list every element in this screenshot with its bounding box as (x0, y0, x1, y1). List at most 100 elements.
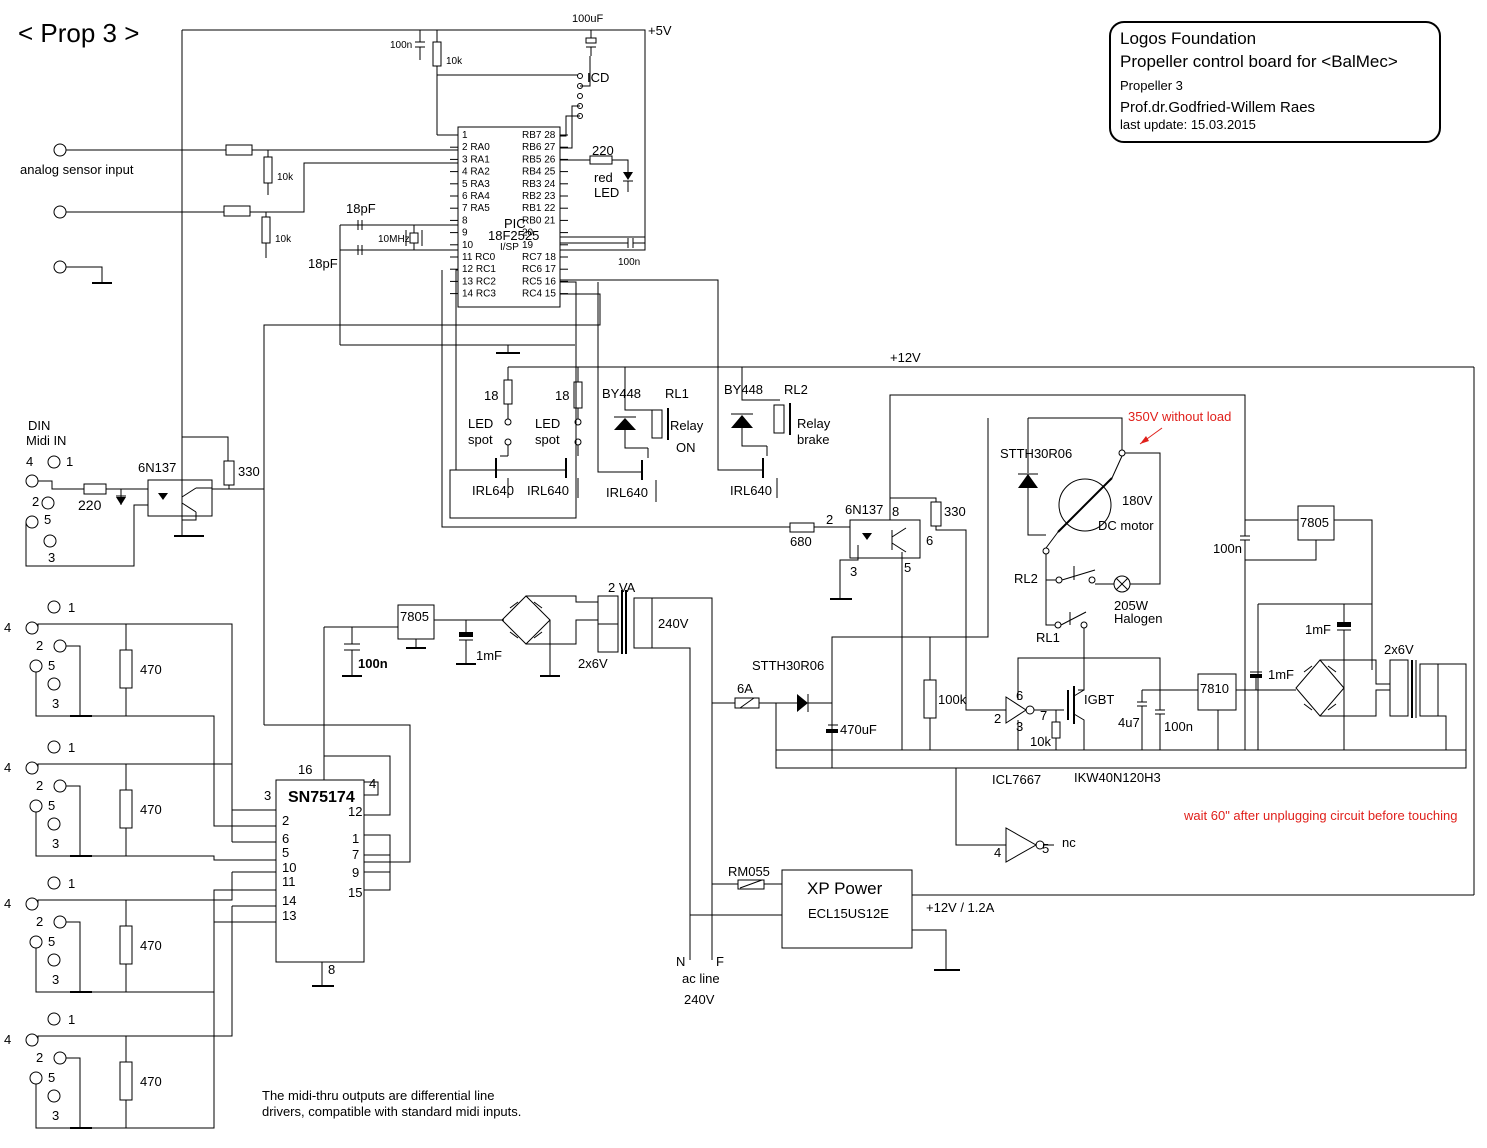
midi-thru-4-pin-2[interactable] (53, 1051, 67, 1065)
midi-thru-3-pin-5[interactable] (29, 935, 43, 949)
midi-thru-4-label-p1: 1 (68, 1012, 75, 1027)
res-10k-mclr-label: 10k (446, 56, 463, 67)
midi-thru-2-label-p2: 2 (36, 778, 43, 793)
rl2-contact-a[interactable] (1055, 576, 1063, 584)
midi-thru-1-pin-1[interactable] (47, 600, 61, 614)
midi-in-pin-3[interactable] (43, 534, 57, 548)
pic-isp: I/SP (500, 242, 519, 253)
midi-thru-4-pin-4[interactable] (25, 1033, 39, 1047)
midi-thru-3-pin-4[interactable] (25, 897, 39, 911)
led-spot-1-label-2: spot (468, 432, 493, 447)
midi-in-pinlabel-4: 4 (26, 454, 33, 469)
res-18-1-label: 18 (484, 388, 498, 403)
midi-in-pin-4[interactable] (25, 474, 39, 488)
led-spot-1-conn-b[interactable] (504, 438, 512, 446)
icd-pin-1[interactable] (577, 73, 583, 79)
hv-350v-node[interactable] (1118, 449, 1126, 457)
pic-left-pin-9: 9 (462, 228, 468, 239)
rl2-contact-b[interactable] (1088, 576, 1096, 584)
analog-input-1-jack[interactable] (53, 143, 67, 157)
pic-right-pin-3: RB5 26 (522, 154, 556, 165)
din-label: DIN (28, 418, 50, 433)
ac-line-voltage: 240V (684, 992, 715, 1007)
cap-470uf-label: 470uF (840, 722, 877, 737)
transformer-logic-primary-label: 240V (658, 616, 689, 631)
midi-thru-2-pin-1[interactable] (47, 740, 61, 754)
fuse-label: 6A (737, 681, 753, 696)
res-470-3-label: 470 (140, 938, 162, 953)
rl2-contact-label: RL2 (1014, 571, 1038, 586)
midi-thru-2-pin-4[interactable] (25, 761, 39, 775)
midi-thru-1-label-p5: 5 (48, 658, 55, 673)
sn-pin6: 6 (282, 831, 289, 846)
midi-thru-2-pin-5[interactable] (29, 799, 43, 813)
midi-thru-2-label-p4: 4 (4, 760, 11, 775)
res-330-midi-label: 330 (238, 464, 260, 479)
sn-pin13: 13 (282, 908, 296, 923)
icd-pin-3[interactable] (577, 93, 583, 99)
ac-line-label: ac line (682, 971, 720, 986)
opto2-pin3: 3 (850, 564, 857, 579)
pic-right-pin-12: RC6 17 (522, 264, 556, 275)
midi-in-pin-1[interactable] (47, 455, 61, 469)
transformer-logic-secondary-label: 2x6V (578, 656, 608, 671)
pic-right-pin-7: RB1 22 (522, 203, 556, 214)
pic-right-pin-2: RB6 27 (522, 142, 556, 153)
midi-thru-2-pin-3[interactable] (47, 817, 61, 831)
pic-right-pin-1: RB7 28 (522, 130, 556, 141)
icl7667-label: ICL7667 (992, 772, 1041, 787)
led-spot-1-conn-a[interactable] (504, 418, 512, 426)
res-220-led-label: 220 (592, 143, 614, 158)
midi-thru-1-pin-2[interactable] (53, 639, 67, 653)
midi-thru-1-pin-4[interactable] (25, 621, 39, 635)
icl-pin2: 2 (994, 711, 1001, 726)
reg-7805-aux-label: 7805 (1300, 515, 1329, 530)
cap-1mf-aux-label: 1mF (1268, 667, 1294, 682)
title-block: Logos Foundation Propeller control board… (1109, 21, 1441, 143)
midi-thru-2-label-p5: 5 (48, 798, 55, 813)
pic-left-pin-1: 1 (462, 130, 468, 141)
opto2-pin5: 5 (904, 560, 911, 575)
motor-neg-node[interactable] (1042, 547, 1050, 555)
midi-thru-2-pin-2[interactable] (53, 779, 67, 793)
relay-on-label-2: ON (676, 440, 696, 455)
res-10k-a1-label: 10k (277, 172, 294, 183)
pic-left-pin-12: 12 RC1 (462, 264, 496, 275)
pic-right-pin-5: RB3 24 (522, 179, 556, 190)
midi-thru-1-pin-3[interactable] (47, 677, 61, 691)
midi-thru-3-pin-3[interactable] (47, 953, 61, 967)
rl1-contact-b[interactable] (1080, 621, 1088, 629)
midi-thru-2-label-p1: 1 (68, 740, 75, 755)
midi-thru-3-pin-2[interactable] (53, 915, 67, 929)
midi-in-pin-5[interactable] (25, 515, 39, 529)
midi-thru-4-pin-5[interactable] (29, 1071, 43, 1085)
midi-in-pin-2[interactable] (41, 496, 55, 510)
rl1-contact-a[interactable] (1054, 621, 1062, 629)
midi-thru-4-pin-1[interactable] (47, 1012, 61, 1026)
res-470-1-label: 470 (140, 662, 162, 677)
midi-thru-4-label-p4: 4 (4, 1032, 11, 1047)
midi-in-pinlabel-3: 3 (48, 550, 55, 565)
stth-flyback-label: STTH30R06 (1000, 446, 1072, 461)
cap-100n-label: 100n (390, 40, 412, 51)
midi-thru-3-label-p3: 3 (52, 972, 59, 987)
res-470-4-label: 470 (140, 1074, 162, 1089)
reg-7805-logic-label: 7805 (400, 609, 429, 624)
lamp-label-2: Halogen (1114, 611, 1162, 626)
pic-left-pin-5: 5 RA3 (462, 179, 490, 190)
midi-thru-3-pin-1[interactable] (47, 876, 61, 890)
cap-18pf-2-label: 18pF (308, 256, 338, 271)
midi-thru-4-pin-3[interactable] (47, 1089, 61, 1103)
sn-pin10: 10 (282, 860, 296, 875)
midi-thru-3-label-p1: 1 (68, 876, 75, 891)
rail-12v-out-label: +12V / 1.2A (926, 900, 995, 915)
irl640-2-label: IRL640 (527, 483, 569, 498)
transformer-aux-label: 2x6V (1384, 642, 1414, 657)
ground-jack[interactable] (53, 260, 67, 274)
midi-thru-1-pin-5[interactable] (29, 659, 43, 673)
sn-pin14: 14 (282, 893, 296, 908)
cap-1mf-logic-label: 1mF (476, 648, 502, 663)
analog-input-2-jack[interactable] (53, 205, 67, 219)
